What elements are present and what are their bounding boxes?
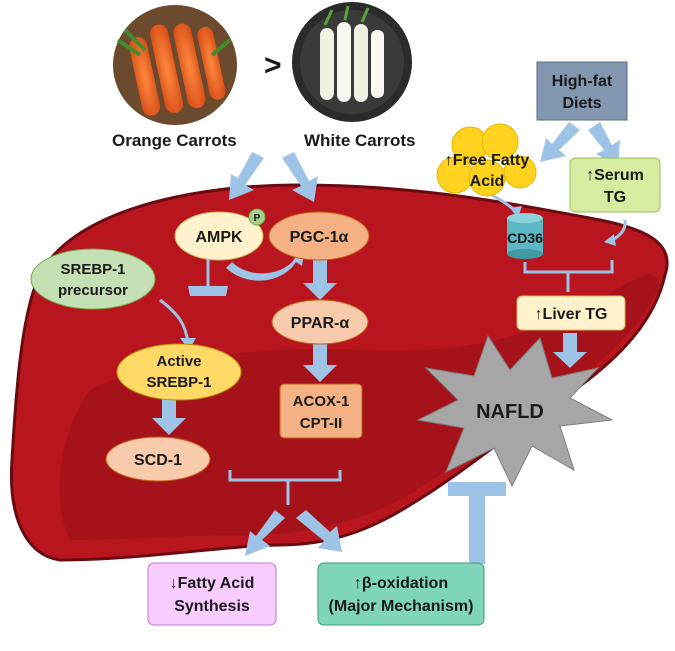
scd1-label: SCD-1 xyxy=(134,452,182,469)
inhibit-bar xyxy=(448,482,506,496)
high-fat-diets-line2: Diets xyxy=(562,95,601,112)
liver-tg-box xyxy=(516,295,626,331)
scd1-node xyxy=(105,436,211,482)
ampk-node xyxy=(174,211,264,261)
orange-carrots-image xyxy=(113,5,237,125)
cd36-receptor xyxy=(507,213,543,259)
pgc1a-node xyxy=(268,211,370,261)
arrow-ampk-pgc xyxy=(226,248,305,281)
fatty-acid-synthesis-box xyxy=(147,562,277,626)
serum-tg-box xyxy=(569,157,661,213)
ffa-label-line2: Acid xyxy=(470,173,505,190)
connector-lines xyxy=(159,193,627,505)
line-liver-tg-bracket xyxy=(523,260,614,292)
beta-oxidation-box xyxy=(317,562,485,626)
high-fat-diets-box xyxy=(536,61,628,121)
beta-oxidation-line2: (Major Mechanism) xyxy=(329,598,474,615)
ffa-label-line1: ↑Free Fatty xyxy=(445,152,530,169)
srebp-precursor-line2: precursor xyxy=(58,282,128,299)
fa-synthesis-line2: Synthesis xyxy=(174,598,250,615)
nafld-starburst xyxy=(416,334,614,488)
srebp-precursor-line1: SREBP-1 xyxy=(60,261,125,278)
arrow-pgc-ppara xyxy=(303,256,337,300)
active-srebp-node xyxy=(116,343,242,401)
arrow-to-beta-oxidation xyxy=(296,510,342,552)
line-precursor-active xyxy=(159,298,190,343)
arrow-livertg-nafld xyxy=(553,333,587,368)
active-srebp-line1: Active xyxy=(156,353,201,370)
fa-synthesis-line1: ↓Fatty Acid xyxy=(170,575,255,592)
pathway-arrows xyxy=(152,122,620,564)
serum-tg-line1: ↑Serum xyxy=(586,167,644,184)
arrow-to-fa-synthesis xyxy=(245,510,285,556)
phosphate-badge xyxy=(248,208,266,226)
acox-line2: CPT-II xyxy=(300,415,343,432)
arrow-highfat-ffa xyxy=(540,122,580,162)
acox-line1: ACOX-1 xyxy=(293,393,350,410)
arrow-carrots-pgc xyxy=(282,152,318,202)
serum-tg-line2: TG xyxy=(604,189,626,206)
free-fatty-acid-cluster xyxy=(436,123,537,197)
orange-carrots-label: Orange Carrots xyxy=(112,131,237,150)
ampk-label: AMPK xyxy=(195,229,243,246)
liver-tg-label: ↑Liver TG xyxy=(535,306,608,323)
ppara-node xyxy=(271,299,369,345)
phosphate-label: P xyxy=(254,213,261,224)
arrow-highfat-serum xyxy=(588,122,620,166)
pgc1a-label: PGC-1α xyxy=(290,229,349,246)
arrow-ppara-acox xyxy=(303,343,337,382)
high-fat-diets-line1: High-fat xyxy=(552,73,613,90)
arrow-srebp-scd xyxy=(152,398,186,435)
white-carrots-label: White Carrots xyxy=(304,131,415,150)
nafld-label: NAFLD xyxy=(476,401,544,423)
beta-oxidation-line1: ↑β-oxidation xyxy=(354,575,448,592)
srebp-precursor-node xyxy=(30,248,156,310)
arrowhead-serum xyxy=(604,234,616,246)
comparison-symbol: > xyxy=(264,49,282,82)
white-carrots-image xyxy=(292,2,412,122)
ppara-label: PPAR-α xyxy=(291,315,350,332)
inhibit-ampk-bar xyxy=(188,286,228,296)
cd36-label: CD36 xyxy=(507,230,543,246)
line-bottom-bracket xyxy=(228,470,342,505)
active-srebp-line2: SREBP-1 xyxy=(146,374,211,391)
arrow-carrots-ampk xyxy=(229,152,264,200)
acox-cpt-box xyxy=(279,383,363,439)
inhibit-stem xyxy=(469,492,485,564)
